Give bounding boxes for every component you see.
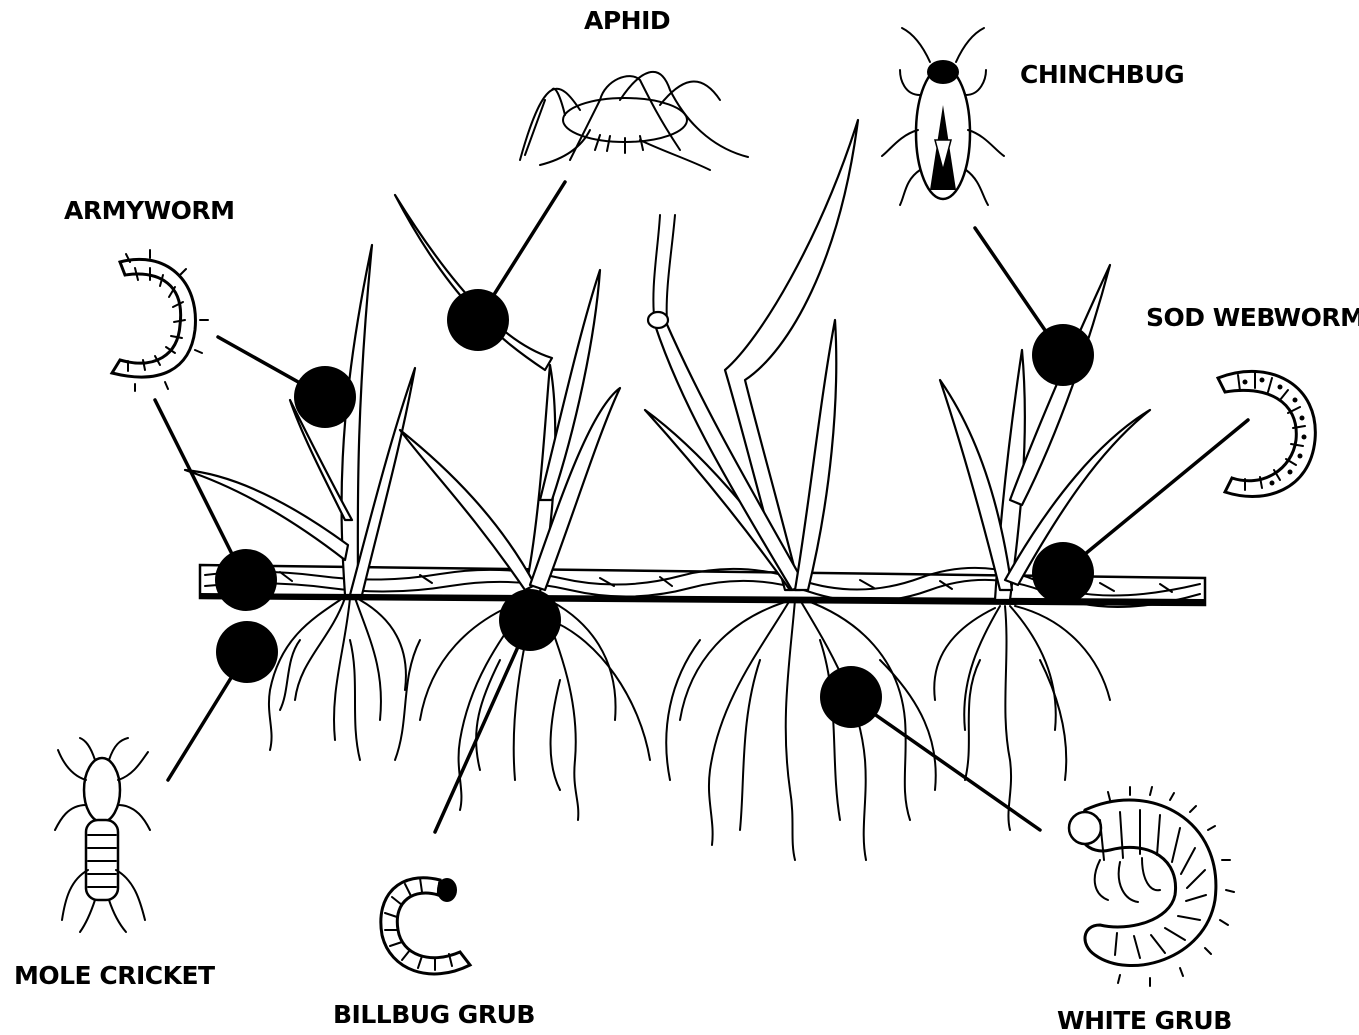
billbug-grub-icon — [381, 878, 470, 974]
chinchbug-icon — [882, 28, 1004, 205]
armyworm-icon — [112, 250, 208, 391]
aphid-damage-dot — [447, 289, 509, 351]
sod-webworm-damage-dot — [1032, 542, 1094, 604]
white-grub-icon — [1069, 787, 1234, 986]
mole-cricket-damage-dot — [216, 621, 278, 683]
grass-plants — [185, 120, 1150, 600]
armyworm-label: ARMYWORM — [64, 196, 235, 225]
billbug-grub-damage-dot — [499, 589, 561, 651]
sod-webworm-label: SOD WEBWORM — [1146, 303, 1359, 332]
pointer-lines — [155, 182, 1248, 832]
white-grub-damage-dot — [820, 666, 882, 728]
armyworm-thatch-damage-dot — [215, 549, 277, 611]
white-grub-label: WHITE GRUB — [1057, 1006, 1232, 1035]
mole-cricket-label: MOLE CRICKET — [14, 961, 215, 990]
chinchbug-label: CHINCHBUG — [1020, 60, 1184, 89]
mole-cricket-icon — [55, 738, 150, 932]
chinchbug-damage-dot — [1032, 324, 1094, 386]
aphid-icon — [520, 72, 748, 170]
root-system — [269, 598, 1110, 860]
billbug-grub-label: BILLBUG GRUB — [333, 1000, 535, 1029]
sod-webworm-pointer — [1062, 420, 1248, 573]
white-grub-pointer — [850, 697, 1040, 830]
armyworm-leaf-damage-dot — [294, 366, 356, 428]
aphid-label: APHID — [584, 6, 670, 35]
